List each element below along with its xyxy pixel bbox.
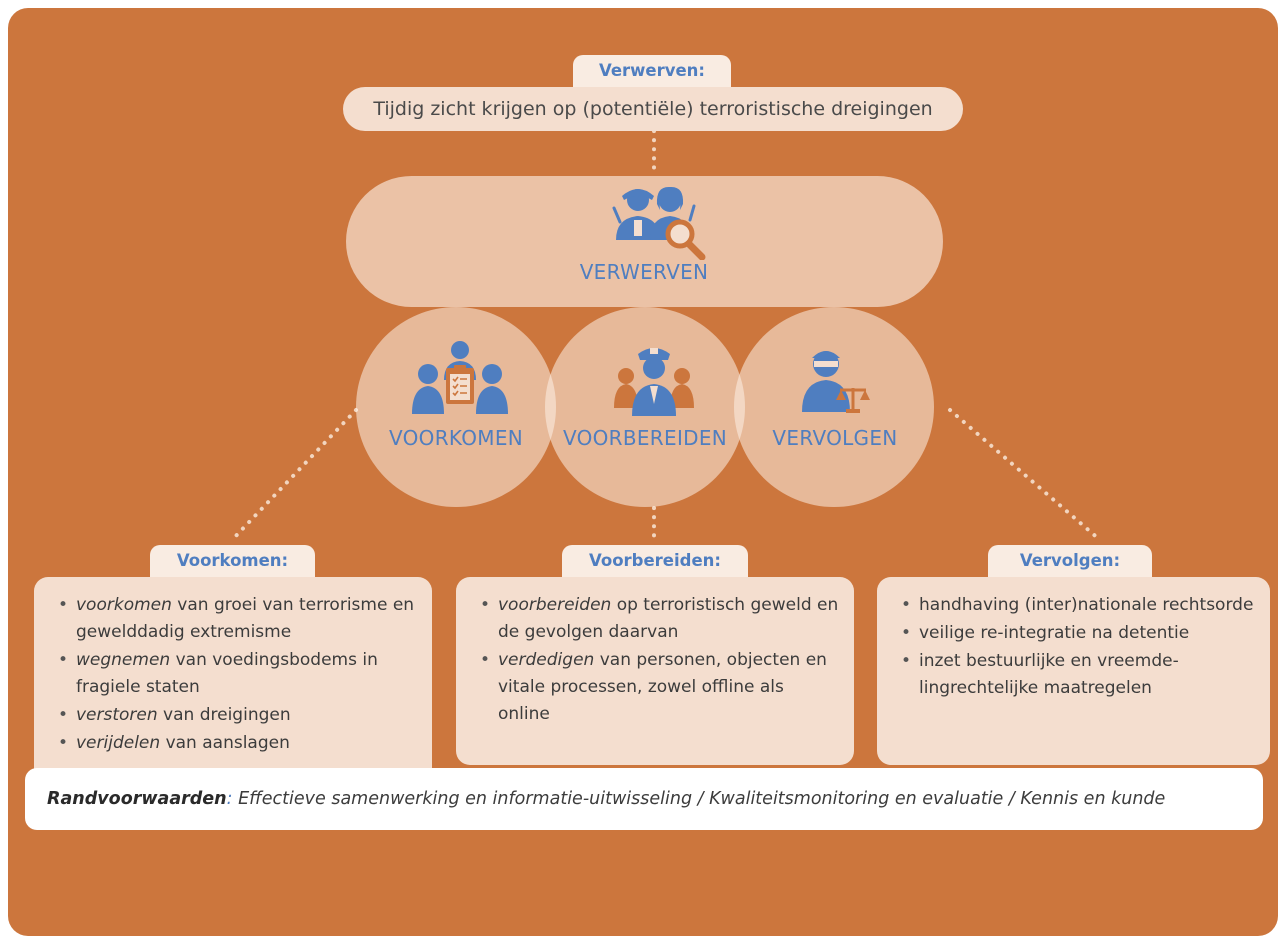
voorbereiden-label: VOORBEREIDEN <box>562 426 728 450</box>
vervolgen-list: handhaving (inter)nationale rechtsorde v… <box>897 592 1256 702</box>
list-item: wegnemen van voedingsbodems in fragiele … <box>54 647 418 701</box>
judge-scales-icon <box>802 351 870 413</box>
police-officer-icon <box>614 348 694 416</box>
voorkomen-tag: Voorkomen: <box>150 545 315 578</box>
list-item: handhaving (inter)nationale rechtsorde <box>897 592 1256 619</box>
voorkomen-list: voorkomen van groei van terrorisme en ge… <box>54 592 418 757</box>
list-item: verstoren van dreigingen <box>54 702 418 729</box>
list-item: verijdelen van aanslagen <box>54 730 418 757</box>
randvoorwaarden-text: Effectieve samenwerking en informatie-ui… <box>232 789 1166 809</box>
voorkomen-circle <box>356 307 556 507</box>
verwerven-description: Tijdig zicht krijgen op (potentiële) ter… <box>343 87 963 131</box>
verwerven-label: VERWERVEN <box>579 260 709 284</box>
randvoorwaarden-bar: Randvoorwaarden: Effectieve samenwerking… <box>25 768 1263 830</box>
connector-left <box>230 408 358 542</box>
randvoorwaarden-colon: : <box>226 789 233 809</box>
vervolgen-box: handhaving (inter)nationale rechtsorde v… <box>877 577 1270 765</box>
list-item: voorkomen van groei van terrorisme en ge… <box>54 592 418 646</box>
team-clipboard-icon <box>412 341 508 414</box>
randvoorwaarden-lead: Randvoorwaarden <box>47 789 227 809</box>
connector-right <box>948 408 1102 542</box>
verwerven-tag: Verwerven: <box>573 55 731 89</box>
vervolgen-tag: Vervolgen: <box>988 545 1152 578</box>
list-item: verdedigen van personen, objecten en vit… <box>476 647 840 728</box>
suspects-magnifier-icon <box>612 186 706 260</box>
voorkomen-label: VOORKOMEN <box>388 426 524 450</box>
list-item: veilige re-integratie na detentie <box>897 620 1256 647</box>
list-item: inzet bestuurlijke en vreemde-lingrechte… <box>897 648 1256 702</box>
voorbereiden-list: voorbereiden op terroristisch geweld en … <box>476 592 840 728</box>
list-item: voorbereiden op terroristisch geweld en … <box>476 592 840 646</box>
voorbereiden-tag: Voorbereiden: <box>562 545 748 578</box>
vervolgen-label: VERVOLGEN <box>772 426 898 450</box>
voorbereiden-box: voorbereiden op terroristisch geweld en … <box>456 577 854 765</box>
